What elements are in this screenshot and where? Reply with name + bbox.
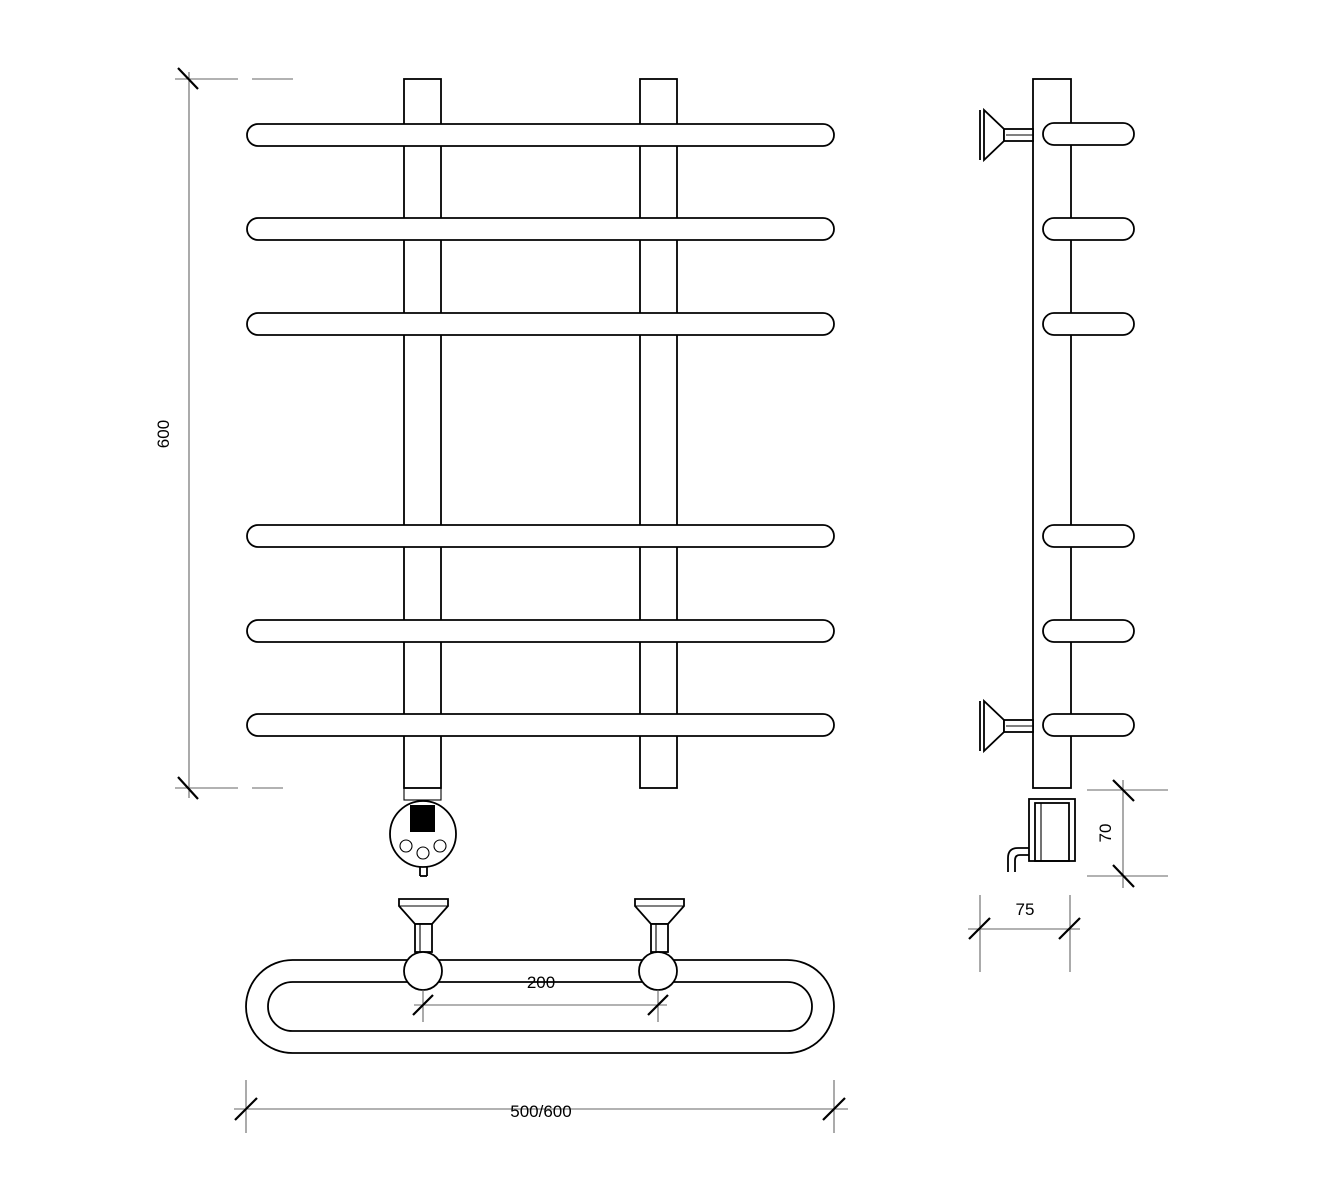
rail: [246, 713, 835, 737]
wall-bracket-left: [398, 898, 449, 991]
rails: [246, 123, 835, 737]
loop-outer: [245, 959, 835, 1054]
control-knob-icon: [433, 839, 447, 853]
rail-end: [1042, 619, 1135, 643]
left-post: [403, 78, 442, 789]
control-knob-icon: [399, 839, 413, 853]
rail-end: [1042, 524, 1135, 548]
block-height-dimension: 70: [1087, 779, 1168, 888]
depth-label: 75: [1016, 900, 1035, 919]
front-view: 600: [154, 67, 835, 877]
top-view: 200 500/600: [234, 898, 848, 1133]
rail-end: [1042, 312, 1135, 336]
width-label: 500/600: [510, 1102, 571, 1121]
post-spacing-dimension: 200: [412, 973, 669, 1022]
display-icon: [410, 805, 435, 832]
height-dimension: 600: [154, 67, 293, 800]
depth-dimension: 75: [968, 895, 1081, 972]
rail: [246, 312, 835, 336]
width-dimension: 500/600: [234, 1080, 848, 1133]
rail: [246, 524, 835, 548]
right-post: [639, 78, 678, 789]
post-spacing-label: 200: [527, 973, 555, 992]
rail-end: [1042, 713, 1135, 737]
block-height-label: 70: [1096, 824, 1115, 843]
control-knob-icon: [416, 846, 430, 860]
side-rails: [1042, 122, 1135, 737]
rail: [246, 217, 835, 241]
rail-end: [1042, 217, 1135, 241]
rail: [246, 123, 835, 147]
height-label: 600: [154, 420, 173, 448]
wall-mount-bottom: [979, 698, 1034, 754]
side-post: [1032, 78, 1072, 789]
thermostat-controller: [389, 787, 457, 877]
wall-mount-top: [979, 107, 1034, 163]
rail-end: [1042, 122, 1135, 146]
heater-block: [1007, 798, 1076, 872]
loop-inner: [267, 981, 813, 1032]
side-view: 70 75: [968, 78, 1168, 972]
rail: [246, 619, 835, 643]
wall-bracket-right: [634, 898, 685, 991]
